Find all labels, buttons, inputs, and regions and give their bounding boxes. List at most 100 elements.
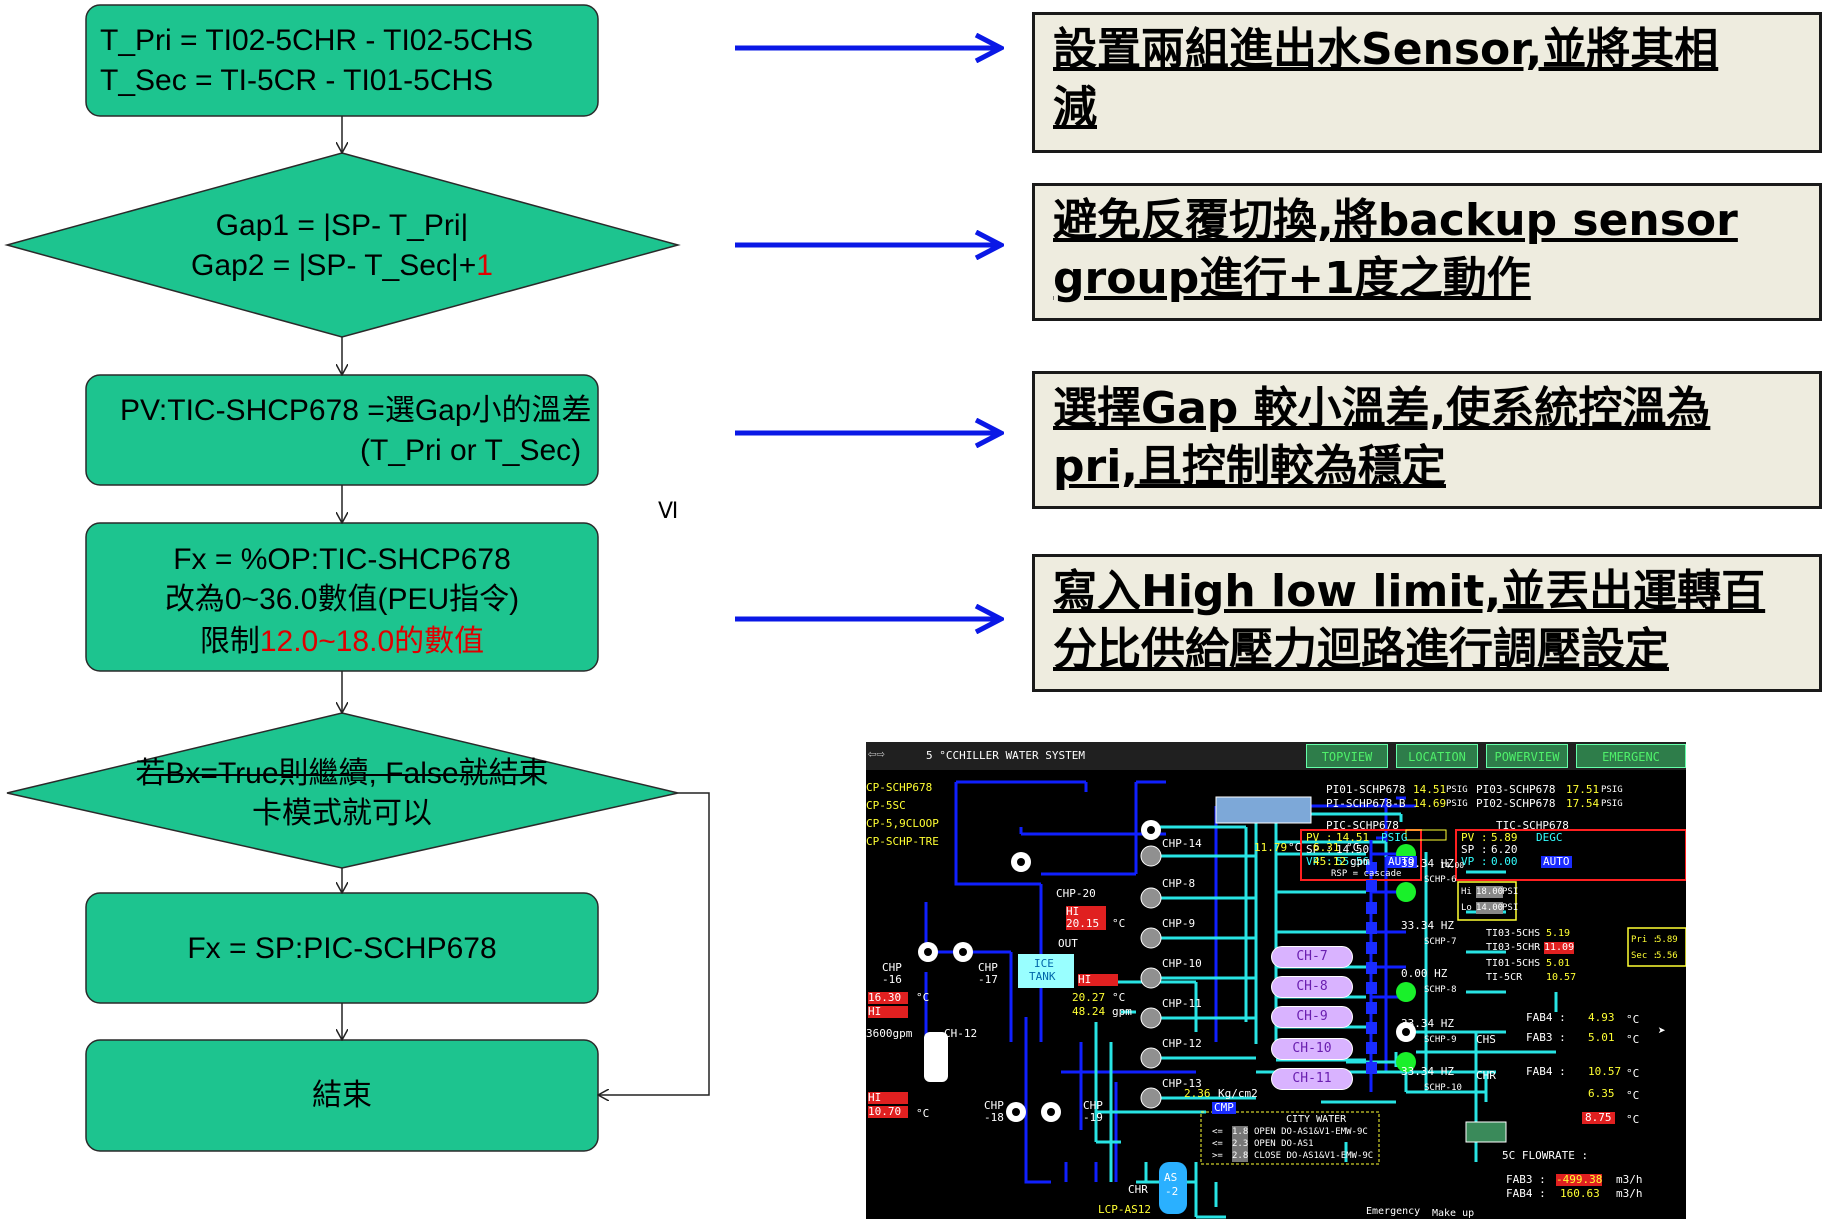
menu-cp-schp-tre[interactable]: CP-SCHP-TRE <box>866 835 939 848</box>
fab-unit-2: °C <box>1626 1033 1640 1046</box>
left-t16: 16.30 <box>868 992 908 1004</box>
schp8-name: SCHP-8 <box>1424 985 1457 995</box>
step1-line1: T_Pri = TI02-5CHR - TI02-5CHS <box>100 24 534 57</box>
pi01-val: 14.51 <box>1413 783 1447 796</box>
temp4-tag: TI-5CR <box>1486 972 1523 983</box>
chp-12: CHP-12 <box>1162 1037 1202 1050</box>
chp16-b: -16 <box>882 973 902 986</box>
pri-val: 5.89 <box>1656 935 1678 945</box>
ice-tank-label1: ICE <box>1034 957 1054 970</box>
ice-flow-unit: gpm <box>1112 1005 1132 1018</box>
chiller-ch7[interactable]: CH-7 <box>1271 946 1353 968</box>
chiller-ch8[interactable]: CH-8 <box>1271 976 1353 998</box>
row3-op: >= <box>1212 1151 1223 1161</box>
tic-mode[interactable]: AUTO <box>1541 855 1572 868</box>
fab-unit-5: °C <box>1626 1113 1640 1126</box>
left-t-low: 10.70 <box>868 1106 908 1118</box>
ice-temp-out: 20.15 <box>1066 918 1106 930</box>
pic-hi-unit: PSI <box>1502 887 1519 897</box>
flowrate-fab4-unit: m3/h <box>1616 1187 1643 1200</box>
tab-powerview[interactable]: POWERVIEW <box>1486 744 1568 768</box>
chp18-a: CHP <box>984 1099 1004 1112</box>
ice-hi-2: HI <box>1078 974 1118 986</box>
fab3-chs-label: FAB3 : <box>1526 1031 1566 1044</box>
pi02-unit: PSIG <box>1601 799 1623 809</box>
schp6-name: SCHP-6 <box>1424 875 1457 885</box>
emergency-label: Emergency <box>1366 1206 1421 1217</box>
chr-label: CHR <box>1476 1069 1496 1082</box>
flowrate-fab3-unit: m3/h <box>1616 1173 1643 1186</box>
chp17-a: CHP <box>978 961 998 974</box>
chiller-ch11[interactable]: CH-11 <box>1271 1068 1353 1090</box>
temp2-tag: TI03-5CHR <box>1486 942 1541 953</box>
left-t16-unit: °C <box>916 991 930 1004</box>
step4-label: Fx = SP:PIC-SCHP678 <box>187 932 497 965</box>
tab-emergency[interactable]: EMERGENC <box>1576 744 1686 768</box>
pri-label: Pri : <box>1631 935 1659 945</box>
note-4: 寫入High low limit,並丟出運轉百分比供給壓力迴路進行調壓設定 <box>1032 554 1822 692</box>
hx-temp: 11.79 <box>1254 841 1288 854</box>
schp9-name: SCHP-9 <box>1424 1035 1457 1045</box>
pic-lo[interactable]: 14.00 <box>1476 902 1504 914</box>
step3-line3: 限制12.0~18.0的數值 <box>199 625 485 658</box>
step2-line1: PV:TIC-SHCP678 =選Gap小的溫差 <box>120 394 592 427</box>
pic-lo-unit: PSI <box>1502 903 1519 913</box>
scada-title: 5 °CCHILLER WATER SYSTEM <box>926 749 1085 762</box>
pic-vp: 55.56 <box>1336 855 1370 868</box>
hx-temp-unit: °C <box>1288 841 1302 854</box>
menu-cp-59cloop[interactable]: CP-5,9CLOOP <box>866 817 939 830</box>
ice-t2-unit: °C <box>1112 991 1126 1004</box>
pi03-val: 17.51 <box>1566 783 1600 796</box>
nav-arrows[interactable]: ⇦⇨ <box>868 746 885 762</box>
row1-val: 1.8 <box>1232 1126 1249 1138</box>
chiller-ch10[interactable]: CH-10 <box>1271 1038 1353 1060</box>
cmp-button[interactable]: CMP <box>1212 1101 1236 1114</box>
makeup-label: Make up <box>1432 1208 1475 1219</box>
pic-pv-unit: PSIG <box>1381 831 1408 844</box>
tic-sp-label: SP : <box>1461 843 1488 856</box>
chp-13: CHP-13 <box>1162 1077 1202 1090</box>
menu-cp-schp678[interactable]: CP-SCHP678 <box>866 781 933 794</box>
tic-sp: 6.20 <box>1491 843 1518 856</box>
as2-b: -2 <box>1165 1185 1179 1198</box>
tab-topview[interactable]: TOPVIEW <box>1306 744 1388 768</box>
bottom-chr: CHR <box>1128 1183 1148 1196</box>
tab-location[interactable]: LOCATION <box>1396 744 1478 768</box>
city-water: CITY WATER <box>1286 1114 1347 1125</box>
pic-hi[interactable]: 18.00 <box>1476 886 1504 898</box>
pic-mode[interactable]: AUTO <box>1386 855 1417 868</box>
chp16-a: CHP <box>882 961 902 974</box>
tic-pv-unit: DEGC <box>1536 831 1563 844</box>
flowrate-fab4-label: FAB4 : <box>1506 1187 1546 1200</box>
ice-tank[interactable] <box>1018 954 1074 988</box>
menu-cp-5sc[interactable]: CP-5SC <box>866 799 906 812</box>
schp10-name: SCHP-10 <box>1424 1083 1462 1093</box>
fab3-chr: 6.35 <box>1588 1087 1615 1100</box>
step3-line1: Fx = %OP:TIC-SHCP678 <box>173 543 511 576</box>
flowrate-fab4: 160.63 <box>1560 1187 1600 1200</box>
temp4-val: 10.57 <box>1546 972 1577 983</box>
end-label: 結束 <box>312 1079 372 1112</box>
ice-hi-1: HI <box>1066 906 1106 918</box>
flowrate-fab3: -499.38 <box>1556 1173 1603 1186</box>
pi03-tag: PI03-SCHP678 <box>1476 783 1556 796</box>
tic-pv-label: PV : <box>1461 831 1488 844</box>
flow-connectors <box>342 116 710 1095</box>
lcp-as12[interactable]: LCP-AS12 <box>1098 1203 1151 1216</box>
hx-flow-t: 6.31 <box>1313 841 1340 854</box>
flowrate-title: 5C FLOWRATE : <box>1502 1149 1589 1162</box>
scada-screenshot: ⇦⇨ 5 °CCHILLER WATER SYSTEM TOPVIEW LOCA… <box>866 742 1686 1219</box>
fab4-chs-label: FAB4 : <box>1526 1011 1566 1024</box>
tic-vp-label: VP : <box>1461 855 1488 868</box>
pi03-unit: PSIG <box>1601 785 1623 795</box>
schp9-hz: 33.34 HZ <box>1401 1017 1454 1030</box>
hx-flow-t-unit: °C <box>1346 841 1360 854</box>
chiller-ch9[interactable]: CH-9 <box>1271 1006 1353 1028</box>
pic-lo-label: Lo : <box>1461 903 1483 913</box>
pic-hi-label: Hi : <box>1461 887 1483 897</box>
fab-unit-3: °C <box>1626 1067 1640 1080</box>
chp19-a: CHP <box>1083 1099 1103 1112</box>
hx-label: HX-2 <box>1251 784 1278 797</box>
stray-mark: Ⅵ <box>658 499 679 524</box>
